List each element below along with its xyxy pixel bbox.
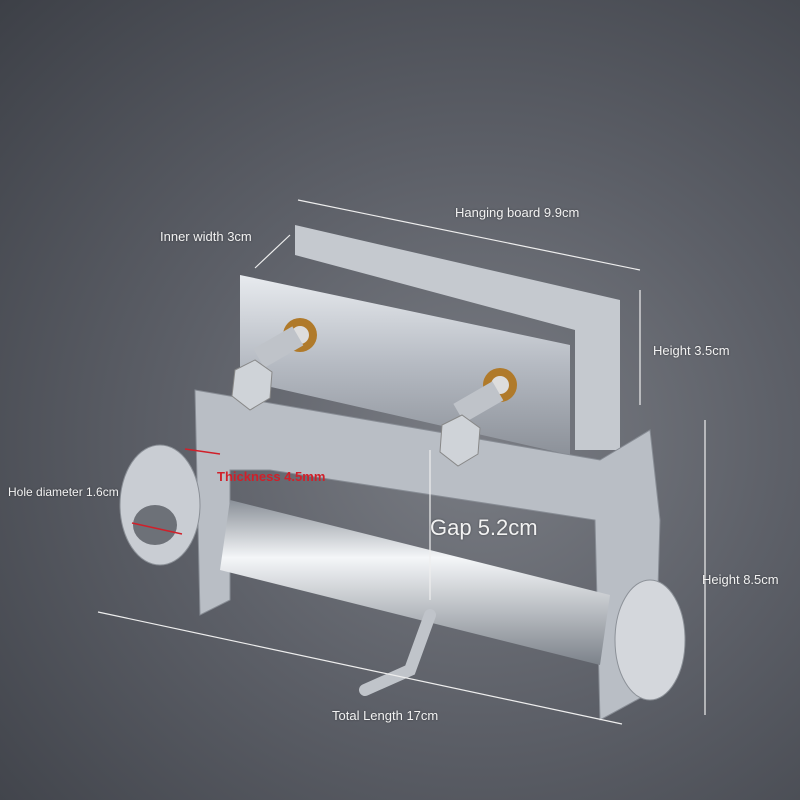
- label-hanging-board: Hanging board 9.9cm: [455, 205, 580, 220]
- red-dimension-lines: [131, 448, 221, 535]
- label-gap: Gap 5.2cm: [430, 515, 538, 540]
- gear-knob: [614, 579, 686, 701]
- bolt-shaft-right: [453, 381, 504, 423]
- bolt-shaft-left: [253, 326, 304, 368]
- dimension-lines: [97, 199, 706, 725]
- handle: [359, 609, 436, 696]
- label-hole-diameter: Hole diameter 1.6cm: [8, 485, 119, 499]
- label-height-top: Height 3.5cm: [653, 343, 730, 358]
- label-thickness: Thickness 4.5mm: [217, 469, 326, 484]
- rod: [220, 500, 610, 665]
- hole-end: [119, 444, 201, 566]
- label-total-length: Total Length 17cm: [332, 708, 439, 723]
- bolt-head-right: [439, 414, 481, 467]
- hanging-board-back: [295, 225, 620, 450]
- label-inner-width: Inner width 3cm: [160, 229, 252, 244]
- label-height-total: Height 8.5cm: [702, 572, 779, 587]
- bolt-head-left: [231, 359, 273, 411]
- hole: [133, 505, 177, 545]
- hanging-board-front: [240, 275, 570, 455]
